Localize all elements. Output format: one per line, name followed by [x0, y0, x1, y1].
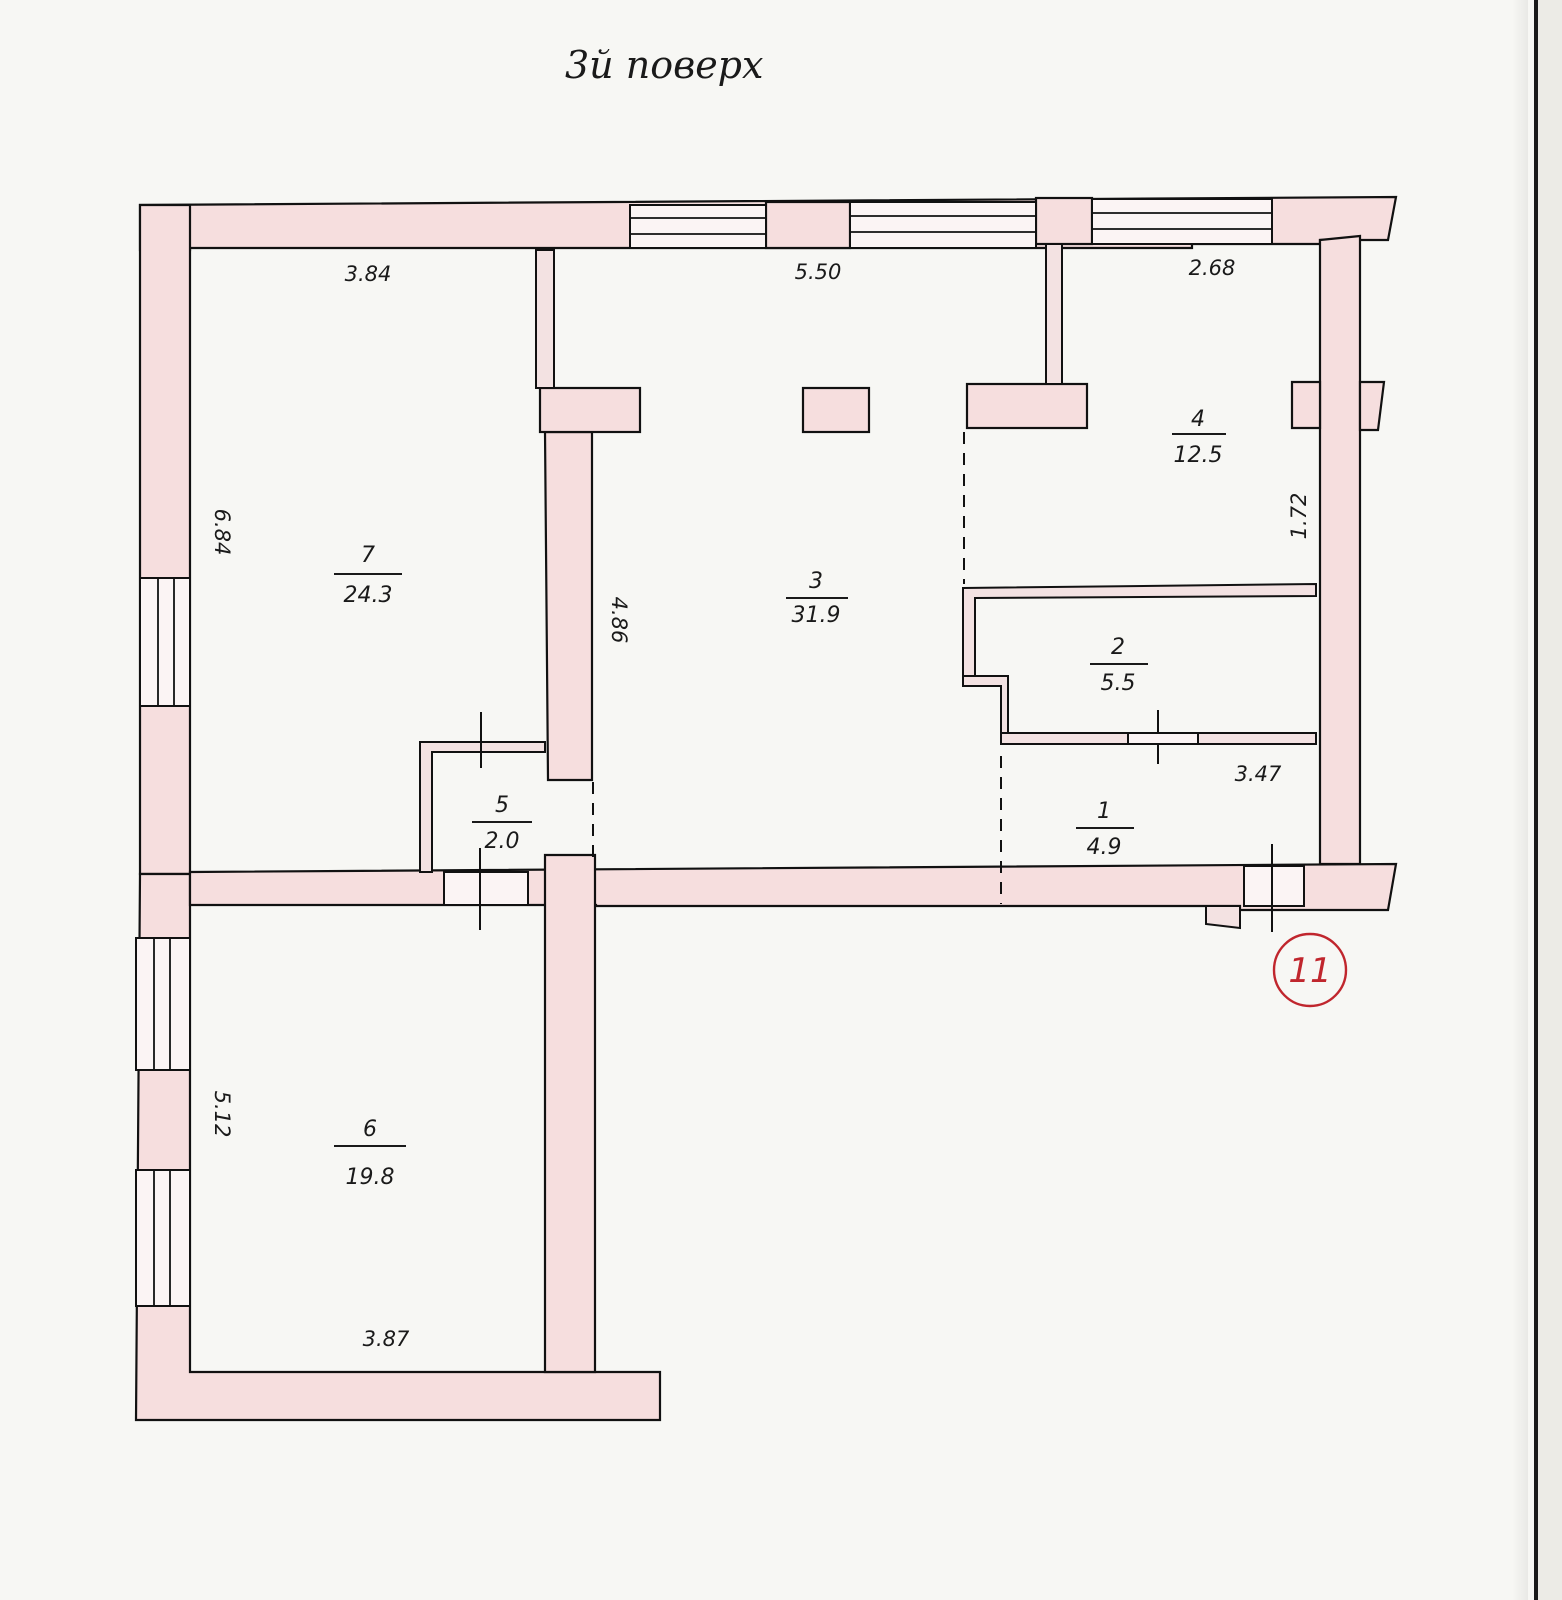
- dim-room4-width: 2.68: [1189, 256, 1236, 280]
- svg-text:4.9: 4.9: [1087, 835, 1122, 860]
- floor-title: 3й поверх: [565, 43, 763, 87]
- door-room5-bottom: [443, 848, 529, 930]
- dim-room6-width: 3.87: [363, 1327, 410, 1351]
- room4-pilaster: [965, 382, 1089, 430]
- svg-text:4: 4: [1191, 407, 1205, 432]
- svg-text:3: 3: [809, 569, 823, 594]
- door-room1-exit: [1243, 844, 1305, 932]
- dim-corridor-width: 3.47: [1235, 762, 1282, 786]
- dim-room3-height: 4.86: [607, 597, 631, 644]
- room-1-label: 1 4.9: [1076, 799, 1134, 860]
- svg-text:2.0: 2.0: [485, 829, 520, 854]
- svg-text:5: 5: [495, 793, 509, 818]
- room-4-label: 4 12.5: [1172, 407, 1226, 468]
- dim-room7-height: 6.84: [210, 509, 234, 556]
- thin-partition-7-3: [535, 249, 555, 389]
- middle-wall: [188, 862, 1398, 912]
- right-wall-outer-bump: [1358, 380, 1386, 432]
- room6-right-wall: [543, 853, 597, 1374]
- dim-room4-height: 1.72: [1287, 493, 1311, 540]
- left-window-room6-lower: [135, 1169, 191, 1307]
- door-room5-top: [440, 712, 540, 768]
- top-window-1: [629, 204, 767, 249]
- top-wall-pier-2: [764, 200, 852, 250]
- svg-text:31.9: 31.9: [792, 603, 841, 628]
- svg-text:2: 2: [1111, 635, 1125, 660]
- svg-text:12.5: 12.5: [1174, 443, 1223, 468]
- svg-text:7: 7: [361, 543, 375, 568]
- right-wall: [1318, 234, 1362, 866]
- right-wall-pilaster: [1290, 380, 1322, 430]
- dim-room3-width: 5.50: [795, 260, 842, 284]
- room-5-label: 5 2.0: [472, 793, 532, 854]
- room-7-label: 7 24.3: [334, 543, 402, 608]
- column: [801, 386, 871, 434]
- dim-room7-width: 3.84: [345, 262, 392, 286]
- thin-partition-4-2: [962, 582, 1317, 677]
- door-room2: [1127, 710, 1199, 764]
- left-window-room7: [139, 577, 191, 707]
- top-wall-pier: [1034, 196, 1094, 246]
- svg-text:6: 6: [363, 1117, 377, 1142]
- sheet-number-stamp: 11: [1272, 932, 1348, 1008]
- top-window-2: [849, 201, 1037, 249]
- left-wall-upper: [138, 203, 192, 876]
- dim-room6-height: 5.12: [210, 1091, 234, 1138]
- svg-text:1: 1: [1097, 799, 1111, 824]
- wall-stub: [1205, 905, 1241, 930]
- thin-partition-3-4: [1045, 243, 1063, 385]
- room-6-label: 6 19.8: [334, 1117, 406, 1190]
- svg-text:11: 11: [1288, 951, 1331, 991]
- svg-text:5.5: 5.5: [1101, 671, 1136, 696]
- partition-pilaster: [538, 386, 642, 434]
- room-3-label: 3 31.9: [786, 569, 848, 628]
- top-window-3: [1091, 198, 1273, 245]
- room5-walls: [419, 741, 546, 873]
- left-window-room6-upper: [135, 937, 191, 1071]
- svg-text:24.3: 24.3: [344, 583, 393, 608]
- room-2-label: 2 5.5: [1090, 635, 1148, 696]
- svg-text:19.8: 19.8: [346, 1165, 395, 1190]
- room7-room3-wall: [543, 430, 594, 782]
